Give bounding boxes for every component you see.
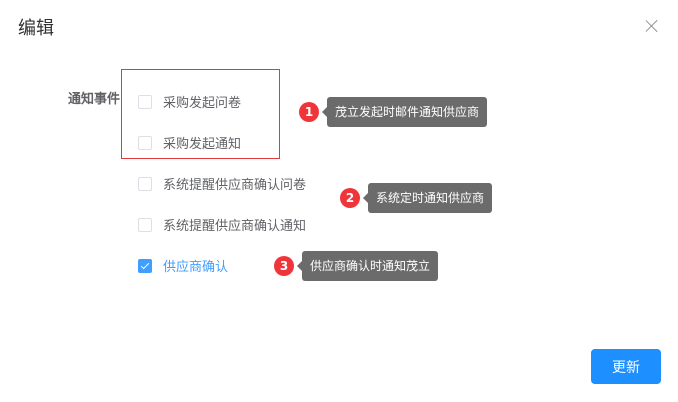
checkbox-label: 供应商确认 [163,260,229,275]
checkbox[interactable] [138,217,152,232]
update-button[interactable]: 更新 [591,349,661,384]
tooltip: 系统定时通知供应商 [362,183,493,213]
checkbox-option-purchase-survey[interactable]: 采购发起问卷 [138,92,241,111]
checkbox[interactable] [138,94,152,109]
checkbox-label: 系统提醒供应商确认问卷 [163,178,307,193]
highlight-box [121,69,280,159]
checkbox-label: 系统提醒供应商确认通知 [163,219,307,234]
close-icon[interactable] [645,19,659,33]
annotation-1: 1 茂立发起时邮件通知供应商 [299,97,488,127]
checkbox[interactable] [138,135,152,150]
annotation-3: 3 供应商确认时通知茂立 [274,251,439,281]
notify-event-label: 通知事件 [68,92,121,107]
number-badge: 3 [274,256,294,276]
dialog-title: 编辑 [18,18,54,39]
tooltip: 供应商确认时通知茂立 [296,251,439,281]
checkbox-checked[interactable] [138,258,152,273]
annotation-2: 2 系统定时通知供应商 [340,183,493,213]
checkbox-option-supplier-confirm[interactable]: 供应商确认 [138,256,228,275]
checkbox-option-remind-notice[interactable]: 系统提醒供应商确认通知 [138,215,306,234]
checkbox-option-remind-survey[interactable]: 系统提醒供应商确认问卷 [138,174,306,193]
checkbox-label: 采购发起通知 [163,137,242,152]
checkbox[interactable] [138,176,152,191]
number-badge: 2 [340,188,360,208]
checkbox-option-purchase-notice[interactable]: 采购发起通知 [138,133,241,152]
number-badge: 1 [299,102,319,122]
checkbox-label: 采购发起问卷 [163,96,242,111]
tooltip: 茂立发起时邮件通知供应商 [321,97,488,127]
